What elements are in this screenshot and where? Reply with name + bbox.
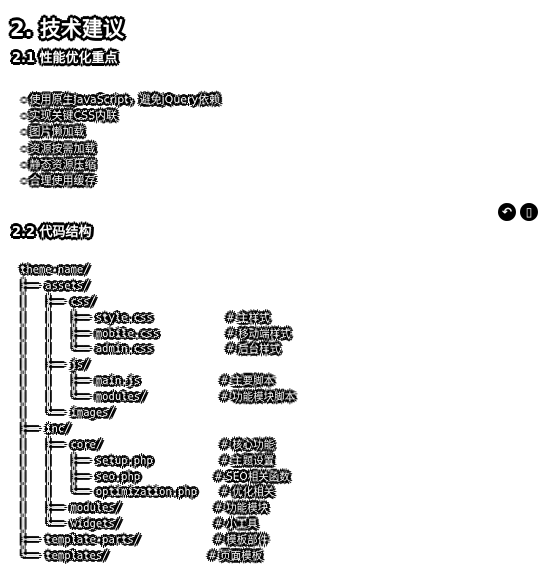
tree-row: │ ├── modules/ # 功能模块 — [20, 501, 540, 517]
tree-comment: # 后台样式 — [226, 343, 281, 356]
tree-path: theme-name/ — [20, 264, 90, 276]
performance-list: - 使用原生JavaScript，避免jQuery依赖 - 实现关键CSS内联 … — [22, 92, 220, 189]
copy-icon[interactable]: ▯ — [520, 203, 538, 221]
list-item: - 使用原生JavaScript，避免jQuery依赖 — [22, 93, 221, 106]
tree-path: │ │ ├── seo.php — [20, 470, 141, 483]
tree-path: │ ├── css/ — [20, 295, 96, 308]
tree-path: ├── assets/ — [20, 279, 90, 292]
tree-path: │ │ └── optimization.php — [20, 486, 198, 499]
section-heading-performance: 2.1 性能优化重点 — [12, 51, 118, 66]
tree-row: ├── template-parts/ # 模板部件 — [20, 533, 540, 549]
tree-row: └── templates/ # 页面模板 — [20, 549, 540, 565]
undo-icon[interactable]: ↶ — [498, 203, 516, 221]
tree-comment: # 功能模块脚本 — [220, 391, 296, 404]
tree-row: │ └── widgets/ # 小工具 — [20, 517, 540, 533]
tree-path: │ ├── core/ — [20, 438, 103, 451]
tree-row: theme-name/ — [20, 263, 540, 279]
tree-comment: # 主题设置 — [220, 454, 275, 467]
tree-path: │ │ ├── mobile.css — [20, 327, 160, 340]
tree-path: │ ├── modules/ — [20, 502, 122, 515]
tree-comment: # 模板部件 — [214, 534, 269, 547]
list-item: - 图片懒加载 — [22, 125, 85, 139]
list-item: - 静态资源压缩 — [22, 157, 96, 171]
tree-comment: # 核心功能 — [220, 438, 275, 451]
page-title: 2. 技术建议 — [10, 17, 124, 41]
tree-row: │ │ └── modules/ # 功能模块脚本 — [20, 390, 540, 406]
tree-row: │ │ ├── mobile.css # 移动端样式 — [20, 327, 540, 343]
tree-path: │ │ └── admin.css — [20, 343, 153, 356]
tree-path: │ │ ├── setup.php — [20, 454, 153, 467]
tree-row: │ ├── core/ # 核心功能 — [20, 438, 540, 454]
tree-path: │ │ └── modules/ — [20, 391, 147, 404]
tree-path: │ │ ├── main.js — [20, 375, 141, 388]
list-item: - 资源按需加载 — [22, 141, 96, 155]
tree-path: ├── template-parts/ — [20, 534, 141, 547]
tree-comment: # 功能模块 — [214, 502, 269, 515]
section-heading-code-structure: 2.2 代码结构 — [12, 225, 92, 240]
tree-row: ├── inc/ — [20, 422, 540, 438]
tree-row: │ │ └── optimization.php # 优化相关 — [20, 485, 540, 501]
list-item: - 合理使用缓存 — [22, 174, 96, 188]
tree-comment: # 小工具 — [214, 518, 258, 531]
tree-path: └── templates/ — [20, 550, 109, 563]
tree-row: │ ├── js/ — [20, 358, 540, 374]
tree-path: ├── inc/ — [20, 422, 71, 435]
tree-comment: # 优化相关 — [220, 486, 275, 499]
tree-row: │ └── images/ — [20, 406, 540, 422]
tree-row: │ │ ├── setup.php # 主题设置 — [20, 454, 540, 470]
tree-row: ├── assets/ — [20, 279, 540, 295]
toolbar: ↶ ▯ — [498, 203, 538, 221]
list-item: - 实现关键CSS内联 — [22, 109, 118, 123]
tree-comment: # 移动端样式 — [226, 327, 291, 340]
tree-path: │ ├── js/ — [20, 359, 90, 372]
tree-path: │ │ ├── style.css — [20, 311, 153, 324]
tree-comment: # 主要脚本 — [220, 375, 275, 388]
tree-row: │ ├── css/ — [20, 295, 540, 311]
code-structure-tree: theme-name/ ├── assets/ │ ├── css/ │ │ ├── … — [20, 263, 540, 565]
tree-path: │ └── widgets/ — [20, 518, 122, 531]
tree-path: │ └── images/ — [20, 407, 115, 420]
tree-row: │ │ ├── main.js # 主要脚本 — [20, 374, 540, 390]
tree-row: │ │ ├── seo.php # SEO相关函数 — [20, 470, 540, 486]
tree-row: │ │ └── admin.css # 后台样式 — [20, 342, 540, 358]
tree-comment: # 主样式 — [226, 311, 270, 324]
tree-row: │ │ ├── style.css # 主样式 — [20, 311, 540, 327]
tree-comment: # SEO相关函数 — [214, 470, 290, 483]
tree-comment: # 页面模板 — [208, 550, 263, 563]
